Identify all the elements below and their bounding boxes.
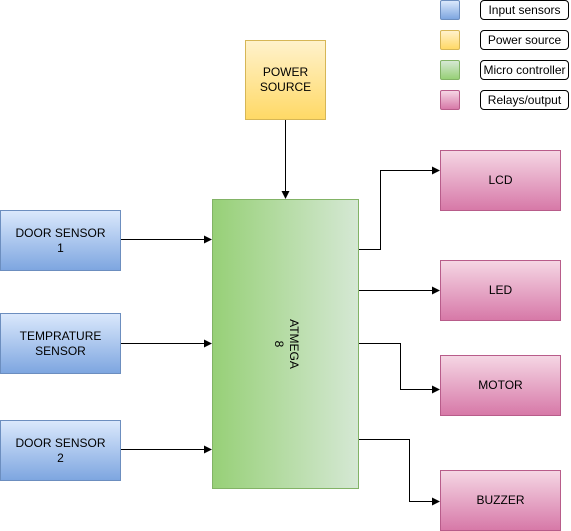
legend-label-power: Power source bbox=[480, 30, 569, 50]
buzzer-block[interactable]: BUZZER bbox=[440, 470, 561, 531]
legend-swatch-mcu bbox=[440, 60, 460, 80]
connector-mcu-to-lcd bbox=[359, 166, 440, 250]
door-sensor-2-block[interactable]: DOOR SENSOR 2 bbox=[0, 420, 121, 481]
connector-mcu-to-motor bbox=[359, 343, 440, 394]
legend-swatch-input bbox=[440, 0, 460, 20]
legend-label-relay: Relays/output bbox=[480, 90, 569, 110]
legend-swatch-relay bbox=[440, 90, 460, 110]
legend-swatch-power bbox=[440, 30, 460, 50]
microcontroller-block[interactable] bbox=[212, 199, 359, 489]
microcontroller-label-wrap: ATMEGA 8 bbox=[212, 199, 359, 489]
motor-block[interactable]: MOTOR bbox=[440, 355, 561, 416]
led-block[interactable]: LED bbox=[440, 260, 561, 321]
temperature-sensor-block[interactable]: TEMPRATURE SENSOR bbox=[0, 313, 121, 374]
power-source-block[interactable]: POWER SOURCE bbox=[245, 40, 326, 120]
door-sensor-1-block[interactable]: DOOR SENSOR 1 bbox=[0, 210, 121, 271]
legend-label-input: Input sensors bbox=[480, 0, 569, 20]
microcontroller-label: ATMEGA 8 bbox=[271, 319, 301, 369]
connector-mcu-to-buzzer bbox=[359, 439, 440, 506]
lcd-block[interactable]: LCD bbox=[440, 150, 561, 211]
legend-label-mcu: Micro controller bbox=[480, 60, 569, 80]
